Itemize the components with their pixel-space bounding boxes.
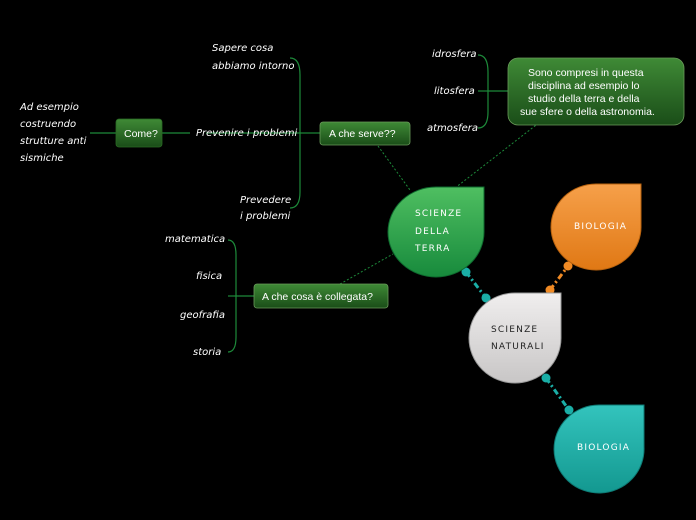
- example-line-2: costruendo: [20, 119, 76, 130]
- scienze-naturali-node[interactable]: SCIENZE NATURALI: [468, 292, 562, 384]
- collegata-items: matematica fisica geofrafia storia: [165, 234, 225, 358]
- branch-sapere-line-1: Sapere cosa: [212, 43, 273, 54]
- item-storia: storia: [193, 347, 221, 358]
- branch-prevedere-line-1: Prevedere: [240, 195, 291, 206]
- collegata-label: A che cosa è collegata?: [262, 291, 373, 303]
- a-che-serve-label: A che serve??: [329, 128, 396, 140]
- scienze-terra-line-2: DELLA: [415, 227, 450, 237]
- description-line-1: Sono compresi in questa: [528, 67, 644, 79]
- item-matematica: matematica: [165, 234, 225, 245]
- branch-prevedere-line-2: i problemi: [240, 211, 291, 222]
- serve-bracket: [206, 57, 320, 209]
- description-line-4: sue sfere o della astronomia.: [520, 106, 655, 118]
- connector-dot: [461, 267, 471, 277]
- scienze-terra-line-1: SCIENZE: [415, 209, 462, 219]
- come-node[interactable]: Come?: [115, 118, 163, 148]
- description-line-3: studio della terra e della: [528, 93, 640, 105]
- connector-dot: [564, 405, 574, 415]
- biologia-orange-node[interactable]: BIOLOGIA: [550, 183, 642, 271]
- connector-terra-serve: [377, 145, 411, 191]
- connector-dot: [563, 261, 573, 271]
- biologia-teal-label: BIOLOGIA: [577, 443, 630, 453]
- connectors: [90, 54, 574, 415]
- example-line-3: strutture anti: [20, 136, 87, 147]
- collegata-node[interactable]: A che cosa è collegata?: [253, 283, 389, 309]
- item-fisica: fisica: [196, 271, 222, 282]
- serve-branches: Sapere cosa abbiamo intorno Prevenire i …: [196, 43, 297, 222]
- branch-sapere-line-2: abbiamo intorno: [212, 61, 295, 72]
- spheres-bracket: [477, 54, 508, 129]
- connector-dot: [545, 285, 555, 295]
- connector-central-terra: [464, 271, 488, 299]
- connector-terra-collegata: [339, 253, 394, 285]
- collegata-bracket: [227, 239, 254, 353]
- connector-dot: [481, 293, 491, 303]
- item-litosfera: litosfera: [434, 86, 475, 97]
- connector-terra-spheres: [454, 121, 541, 189]
- sphere-items: idrosfera litosfera atmosfera: [427, 49, 478, 134]
- connector-dot: [541, 373, 551, 383]
- example-text: Ad esempio costruendo strutture anti sis…: [19, 102, 87, 164]
- scienze-della-terra-node[interactable]: SCIENZE DELLA TERRA: [387, 186, 485, 278]
- scienze-naturali-line-1: SCIENZE: [491, 325, 538, 335]
- description-line-2: disciplina ad esempio lo: [528, 80, 640, 92]
- example-line-4: sismiche: [20, 153, 64, 164]
- example-line-1: Ad esempio: [19, 102, 79, 113]
- item-idrosfera: idrosfera: [432, 49, 476, 60]
- item-geofrafia: geofrafia: [180, 310, 225, 321]
- connector-central-biologia-orange: [548, 265, 570, 291]
- a-che-serve-node[interactable]: A che serve??: [319, 121, 411, 146]
- come-label: Come?: [124, 128, 158, 140]
- biologia-teal-node[interactable]: BIOLOGIA: [553, 404, 645, 494]
- biologia-orange-label: BIOLOGIA: [574, 222, 627, 232]
- item-atmosfera: atmosfera: [427, 123, 478, 134]
- connector-central-biologia-teal: [544, 377, 571, 411]
- spheres-description-node[interactable]: Sono compresi in questa disciplina ad es…: [507, 57, 685, 126]
- scienze-terra-line-3: TERRA: [414, 244, 450, 254]
- scienze-naturali-line-2: NATURALI: [491, 342, 545, 352]
- branch-prevenire: Prevenire i problemi: [196, 128, 297, 139]
